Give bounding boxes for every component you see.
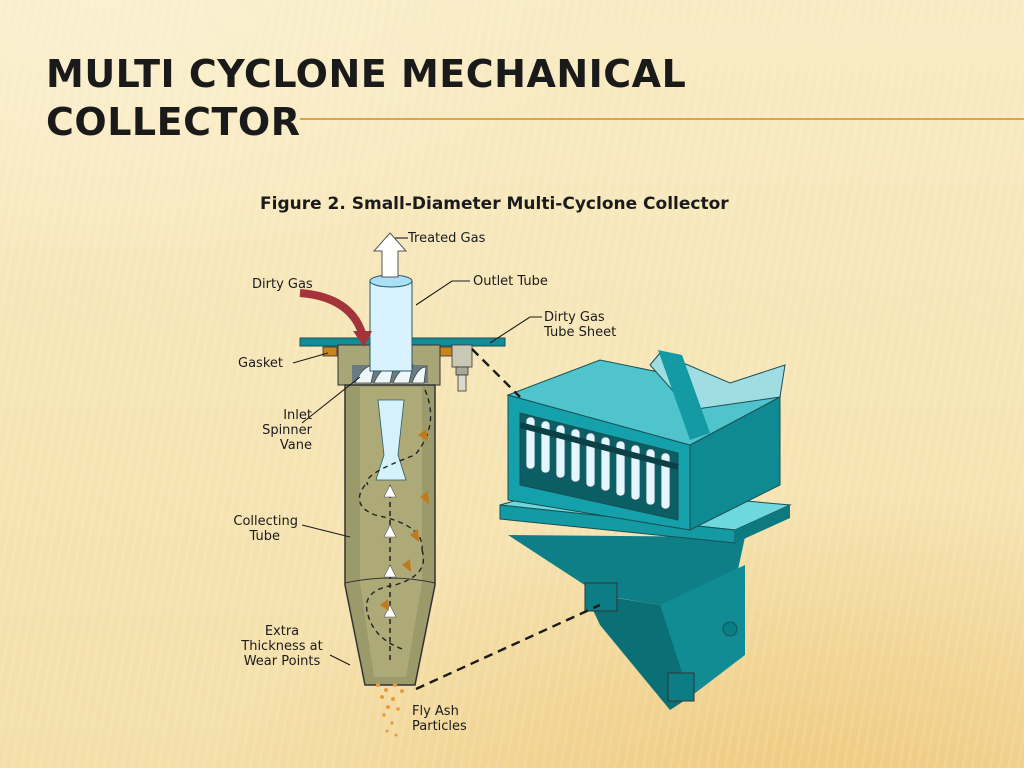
leader-lines	[292, 237, 542, 666]
label-extra-line2: Thickness at	[240, 639, 322, 654]
slide-title: MULTI CYCLONE MECHANICAL COLLECTOR	[46, 52, 687, 144]
multi-cyclone-diagram: Figure 2. Small-Diameter Multi-Cyclone C…	[233, 194, 792, 737]
label-collecting-line1: Collecting	[233, 514, 298, 529]
label-outlet-tube: Outlet Tube	[473, 274, 548, 289]
label-extra-line3: Wear Points	[244, 654, 321, 669]
link-lines	[415, 348, 601, 691]
diagram-figure: Figure 2. Small-Diameter Multi-Cyclone C…	[190, 185, 800, 745]
label-fly-ash-line1: Fly Ash	[412, 704, 459, 719]
label-gasket: Gasket	[238, 356, 283, 371]
figure-title: Figure 2. Small-Diameter Multi-Cyclone C…	[260, 194, 729, 214]
title-rule	[300, 118, 1024, 120]
label-fly-ash-line2: Particles	[412, 719, 467, 734]
label-tube-sheet-line1: Dirty Gas	[544, 310, 605, 325]
collector-housing	[499, 350, 792, 710]
label-treated-gas: Treated Gas	[407, 231, 486, 246]
label-collecting-line2: Tube	[249, 529, 280, 544]
label-inlet-line2: Spinner	[262, 423, 313, 438]
label-inlet-line3: Vane	[280, 438, 312, 453]
label-tube-sheet-line2: Tube Sheet	[543, 325, 616, 340]
cyclone-tube	[299, 232, 506, 737]
label-inlet-line1: Inlet	[283, 408, 312, 423]
label-dirty-gas: Dirty Gas	[252, 277, 313, 292]
label-extra-line1: Extra	[265, 624, 299, 639]
